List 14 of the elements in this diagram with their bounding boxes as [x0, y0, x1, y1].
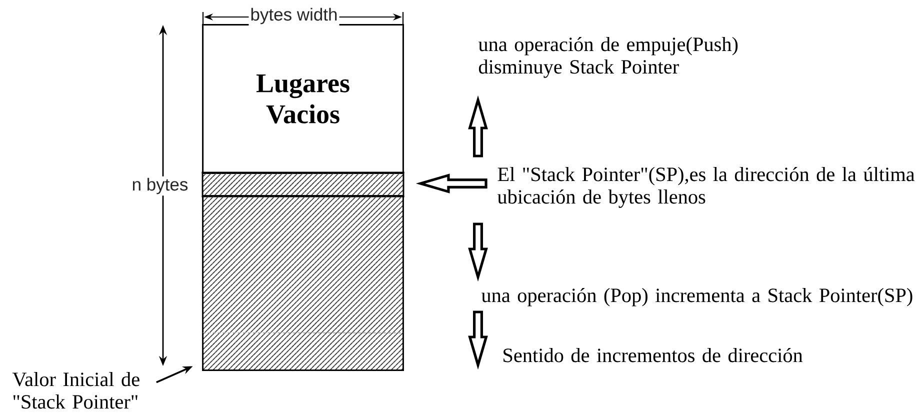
block-arrow	[468, 310, 488, 370]
block-arrow	[468, 222, 488, 282]
annotation-text: una operación (Pop) incrementa a Stack Pointer(SP)	[481, 288, 912, 306]
dimension-label: n bytes	[130, 176, 190, 196]
filled-region-box	[202, 195, 404, 334]
block-arrow	[416, 174, 488, 194]
annotation-text: una operación de empuje(Push) disminuye Stack Pointer	[478, 36, 738, 78]
callout-text: Valor Inicial de "Stack Pointer"	[12, 372, 140, 409]
block-arrow	[468, 95, 488, 158]
annotation-text: Sentido de incrementos de dirección	[504, 348, 803, 362]
dimension-label: bytes width	[248, 6, 340, 26]
annotation-text: El "Stack Pointer"(SP),es la dirección de la última ubicación de bytes llenos	[497, 166, 915, 208]
stack-pointer-row	[202, 172, 404, 198]
bottom-cell	[202, 332, 404, 371]
